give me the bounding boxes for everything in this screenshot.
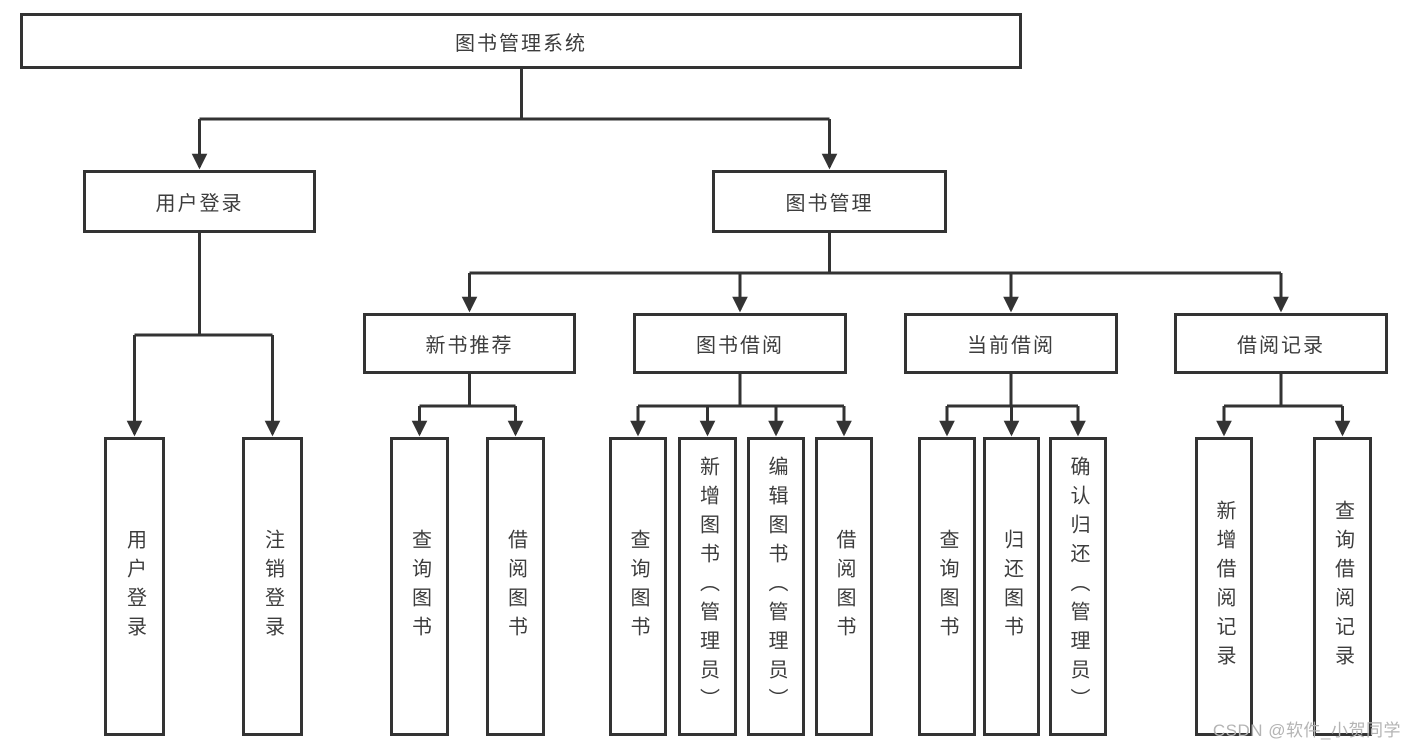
leaf-label: 确认归还（管理员） xyxy=(1067,456,1089,717)
csdn-watermark: CSDN @软件_小贺同学 xyxy=(1212,721,1401,740)
leaf-label: 借阅图书 xyxy=(833,528,855,645)
leaf-borrow-edit-books-admin: 编辑图书（管理员） xyxy=(747,437,805,736)
leaf-label: 查询借阅记录 xyxy=(1331,499,1354,674)
node-current-borrowing: 当前借阅 xyxy=(904,313,1118,374)
leaf-label: 查询图书 xyxy=(627,528,649,645)
leaf-current-query-books: 查询图书 xyxy=(918,437,976,736)
leaf-label: 新增图书（管理员） xyxy=(696,456,719,717)
node-borrowing-records: 借阅记录 xyxy=(1174,313,1388,374)
leaf-records-query-record: 查询借阅记录 xyxy=(1313,437,1372,736)
leaf-label: 新增借阅记录 xyxy=(1213,499,1235,674)
leaf-newbooks-borrow-books: 借阅图书 xyxy=(486,437,545,736)
leaf-label: 编辑图书（管理员） xyxy=(765,456,787,717)
leaf-label: 查询图书 xyxy=(936,528,958,645)
node-user-login: 用户登录 xyxy=(83,170,316,233)
node-new-book-recommend: 新书推荐 xyxy=(363,313,576,374)
leaf-current-confirm-return-admin: 确认归还（管理员） xyxy=(1049,437,1107,736)
leaf-user-login: 用户登录 xyxy=(104,437,165,736)
leaf-label: 用户登录 xyxy=(123,528,146,645)
leaf-label: 注销登录 xyxy=(261,528,284,645)
leaf-label: 查询图书 xyxy=(408,528,431,645)
leaf-records-add-record: 新增借阅记录 xyxy=(1195,437,1253,736)
leaf-label: 归还图书 xyxy=(1000,528,1023,645)
node-book-management: 图书管理 xyxy=(712,170,947,233)
leaf-current-return-books: 归还图书 xyxy=(983,437,1040,736)
leaf-borrow-borrow-books: 借阅图书 xyxy=(815,437,873,736)
leaf-logout: 注销登录 xyxy=(242,437,303,736)
node-book-borrowing: 图书借阅 xyxy=(633,313,847,374)
leaf-borrow-query-books: 查询图书 xyxy=(609,437,667,736)
leaf-newbooks-query-books: 查询图书 xyxy=(390,437,449,736)
leaf-label: 借阅图书 xyxy=(504,528,527,645)
leaf-borrow-add-books-admin: 新增图书（管理员） xyxy=(678,437,737,736)
node-library-system: 图书管理系统 xyxy=(20,13,1022,69)
